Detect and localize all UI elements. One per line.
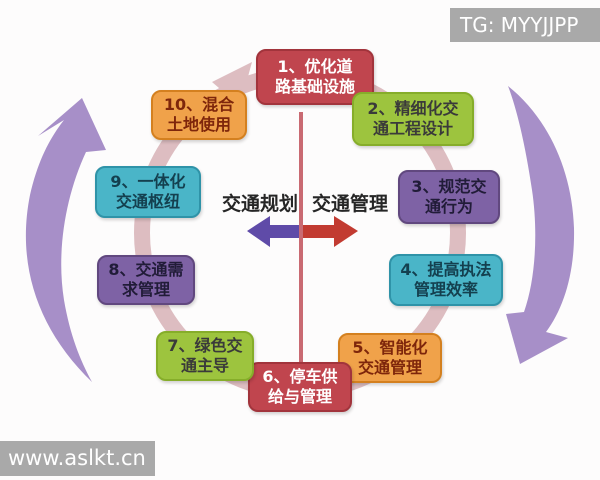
management-right-arrow-icon: [300, 216, 358, 247]
planning-label: 交通规划: [221, 193, 298, 215]
center-divider-line: [299, 112, 303, 364]
watermark-bottom-left: www.aslkt.cn: [0, 441, 155, 476]
cycle-item-3: 3、规范交 通行为: [398, 170, 500, 224]
cycle-item-4: 4、提高执法 管理效率: [389, 254, 503, 306]
right-down-flow-arrow-icon: [506, 86, 575, 364]
cycle-item-9: 9、一体化 交通枢纽: [95, 166, 201, 218]
cycle-item-7: 7、绿色交 通主导: [156, 331, 254, 381]
cycle-item-10: 10、混合 土地使用: [151, 90, 247, 140]
cycle-item-5: 5、智能化 交通管理: [338, 333, 442, 383]
cycle-item-2: 2、精细化交 通工程设计: [352, 92, 474, 146]
watermark-top-right: TG: MYYJJPP: [450, 8, 600, 42]
cycle-item-1: 1、优化道 路基础设施: [256, 49, 374, 105]
cycle-item-6: 6、停车供 给与管理: [248, 362, 352, 412]
planning-left-arrow-icon: [247, 216, 302, 247]
management-label: 交通管理: [312, 193, 389, 215]
cycle-item-8: 8、交通需 求管理: [97, 255, 195, 305]
left-up-flow-arrow-icon: [25, 98, 106, 382]
